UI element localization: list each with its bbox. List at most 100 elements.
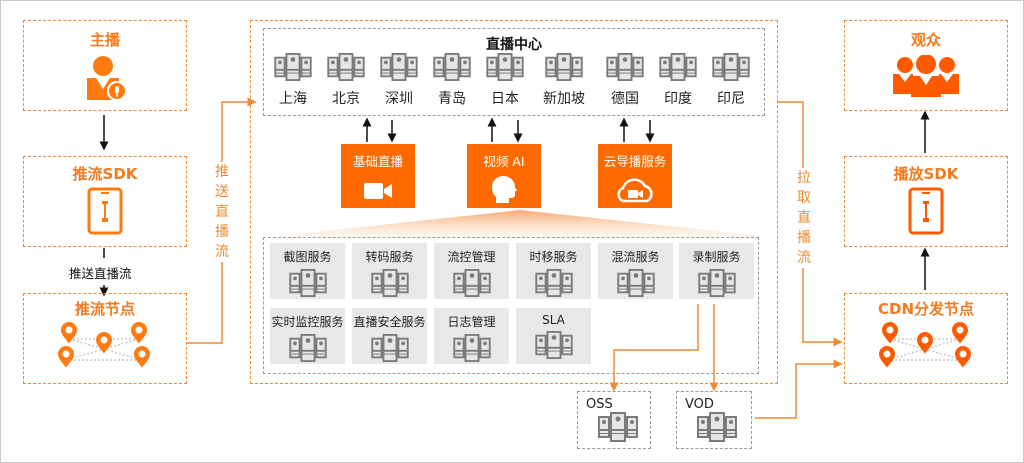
server-icon bbox=[712, 53, 750, 81]
service-area: 截图服务 转码服务 流控管理 时移服务 混流服务 录制服务 实时监控服务 直播安… bbox=[263, 237, 759, 374]
service-tile[interactable]: 直播安全服务 bbox=[352, 308, 427, 364]
city-label: 上海 bbox=[279, 91, 307, 107]
server-icon bbox=[452, 334, 491, 362]
push-sdk-title: 推流SDK bbox=[72, 165, 138, 183]
vod-label: VOD bbox=[685, 397, 714, 412]
service-label: 时移服务 bbox=[529, 250, 578, 264]
city-item[interactable]: 德国 bbox=[600, 53, 650, 108]
cloud-camera-icon bbox=[617, 178, 653, 203]
server-icon bbox=[534, 331, 573, 359]
push-node-box: 推流节点 bbox=[23, 293, 187, 384]
service-tile[interactable]: SLA bbox=[516, 308, 591, 364]
service-tile[interactable]: 混流服务 bbox=[598, 243, 673, 299]
audience-title: 观众 bbox=[910, 31, 941, 49]
service-label: 混流服务 bbox=[611, 250, 660, 264]
server-icon bbox=[697, 269, 736, 297]
server-icon bbox=[659, 53, 697, 81]
server-icon bbox=[288, 334, 327, 362]
live-center-box: 直播中心 上海 北京 深圳 青岛 日本 新加坡 德国 印度 印尼 bbox=[263, 28, 765, 116]
service-label: 实时监控服务 bbox=[271, 315, 344, 329]
service-label: SLA bbox=[542, 313, 565, 327]
video-camera-icon bbox=[364, 183, 392, 199]
server-icon bbox=[370, 334, 409, 362]
city-label: 青岛 bbox=[438, 91, 466, 107]
service-label: 直播安全服务 bbox=[353, 315, 426, 329]
service-label: 截图服务 bbox=[283, 250, 332, 264]
city-label: 北京 bbox=[332, 91, 360, 107]
vod-to-cdn-line bbox=[755, 359, 843, 419]
push-node-title: 推流节点 bbox=[74, 300, 135, 318]
service-tile[interactable]: 转码服务 bbox=[352, 243, 427, 299]
server-icon bbox=[534, 269, 573, 297]
product-video-ai[interactable]: 视频 AI bbox=[467, 144, 541, 208]
server-icon bbox=[452, 269, 491, 297]
server-icon bbox=[327, 53, 365, 81]
city-item[interactable]: 新加坡 bbox=[539, 53, 589, 108]
server-icon bbox=[274, 53, 312, 81]
city-label: 日本 bbox=[491, 91, 519, 107]
anchor-title: 主播 bbox=[89, 31, 120, 49]
vod-box: VOD bbox=[676, 391, 752, 449]
product-basic-live[interactable]: 基础直播 bbox=[341, 144, 415, 208]
product-video-ai-label: 视频 AI bbox=[483, 154, 525, 169]
service-tile[interactable]: 截图服务 bbox=[270, 243, 345, 299]
cdn-node-box: CDN分发节点 bbox=[844, 293, 1008, 384]
push-sdk-box: 推流SDK bbox=[23, 156, 187, 247]
server-icon bbox=[433, 53, 471, 81]
service-tile[interactable]: 日志管理 bbox=[434, 308, 509, 364]
live-center-outer bbox=[250, 20, 778, 384]
product-cloud-director[interactable]: 云导播服务 bbox=[598, 144, 672, 208]
record-to-oss-line bbox=[609, 304, 699, 392]
city-item[interactable]: 青岛 bbox=[427, 53, 477, 108]
city-item[interactable]: 印度 bbox=[653, 53, 703, 108]
location-pins-network-icon bbox=[879, 322, 971, 368]
city-item[interactable]: 深圳 bbox=[374, 53, 424, 108]
city-item[interactable]: 印尼 bbox=[706, 53, 756, 108]
head-profile-icon bbox=[492, 176, 517, 203]
city-item[interactable]: 上海 bbox=[268, 53, 318, 108]
mobile-wrench-icon bbox=[908, 187, 944, 235]
live-center-title: 直播中心 bbox=[486, 37, 542, 53]
play-sdk-title: 播放SDK bbox=[893, 165, 959, 183]
server-icon bbox=[370, 269, 409, 297]
anchor-box: 主播 bbox=[23, 20, 187, 111]
city-item[interactable]: 北京 bbox=[321, 53, 371, 108]
audience-group-icon bbox=[893, 55, 959, 97]
server-icon bbox=[606, 53, 644, 81]
service-label: 转码服务 bbox=[365, 250, 414, 264]
play-sdk-box: 播放SDK bbox=[844, 156, 1008, 247]
city-item[interactable]: 日本 bbox=[480, 53, 530, 108]
service-label: 录制服务 bbox=[692, 250, 741, 264]
server-icon bbox=[288, 269, 327, 297]
city-label: 新加坡 bbox=[543, 91, 585, 107]
service-tile[interactable]: 时移服务 bbox=[516, 243, 591, 299]
server-icon bbox=[616, 269, 655, 297]
ai-fan-shape bbox=[270, 210, 770, 237]
server-icon bbox=[486, 53, 524, 81]
service-tile[interactable]: 实时监控服务 bbox=[270, 308, 345, 364]
oss-label: OSS bbox=[586, 397, 613, 412]
product-cloud-director-label: 云导播服务 bbox=[603, 154, 667, 169]
anchor-user-mic-icon bbox=[87, 56, 127, 101]
service-label: 流控管理 bbox=[447, 250, 496, 264]
service-label: 日志管理 bbox=[447, 315, 496, 329]
location-pins-network-icon bbox=[58, 322, 150, 368]
service-tile[interactable]: 录制服务 bbox=[679, 243, 754, 299]
oss-box: OSS bbox=[577, 391, 651, 449]
city-label: 印尼 bbox=[717, 91, 745, 107]
pull-stream-side-label: 拉取直播流 bbox=[796, 168, 812, 268]
server-icon bbox=[697, 412, 737, 442]
push-stream-side-label: 推送直播流 bbox=[214, 162, 230, 262]
service-tile[interactable]: 流控管理 bbox=[434, 243, 509, 299]
city-label: 深圳 bbox=[385, 91, 413, 107]
server-icon bbox=[380, 53, 418, 81]
city-label: 印度 bbox=[664, 91, 692, 107]
product-basic-live-label: 基础直播 bbox=[352, 154, 403, 169]
push-stream-label: 推送直播流 bbox=[69, 266, 132, 281]
audience-box: 观众 bbox=[844, 20, 1008, 111]
server-icon bbox=[545, 53, 583, 81]
server-icon bbox=[598, 412, 638, 442]
cdn-node-title: CDN分发节点 bbox=[877, 300, 974, 318]
mobile-wrench-icon bbox=[87, 187, 123, 235]
